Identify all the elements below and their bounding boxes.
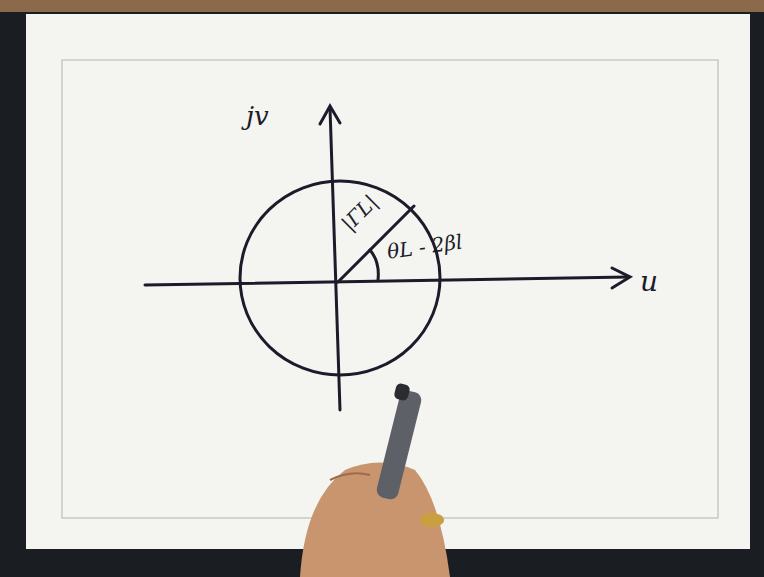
angle-arc bbox=[370, 250, 378, 280]
paper-sheet bbox=[26, 14, 750, 549]
reflection-circle bbox=[240, 181, 440, 375]
axis-label: jv bbox=[246, 103, 269, 129]
v-arrowhead bbox=[320, 106, 340, 124]
axes bbox=[145, 106, 630, 410]
u-arrowhead bbox=[612, 268, 630, 288]
hand-with-marker bbox=[300, 383, 450, 577]
u-axis bbox=[145, 277, 628, 285]
v-axis bbox=[330, 108, 340, 410]
top-strip bbox=[0, 0, 764, 12]
axis-label: u bbox=[640, 268, 658, 296]
inner-frame bbox=[62, 60, 718, 518]
